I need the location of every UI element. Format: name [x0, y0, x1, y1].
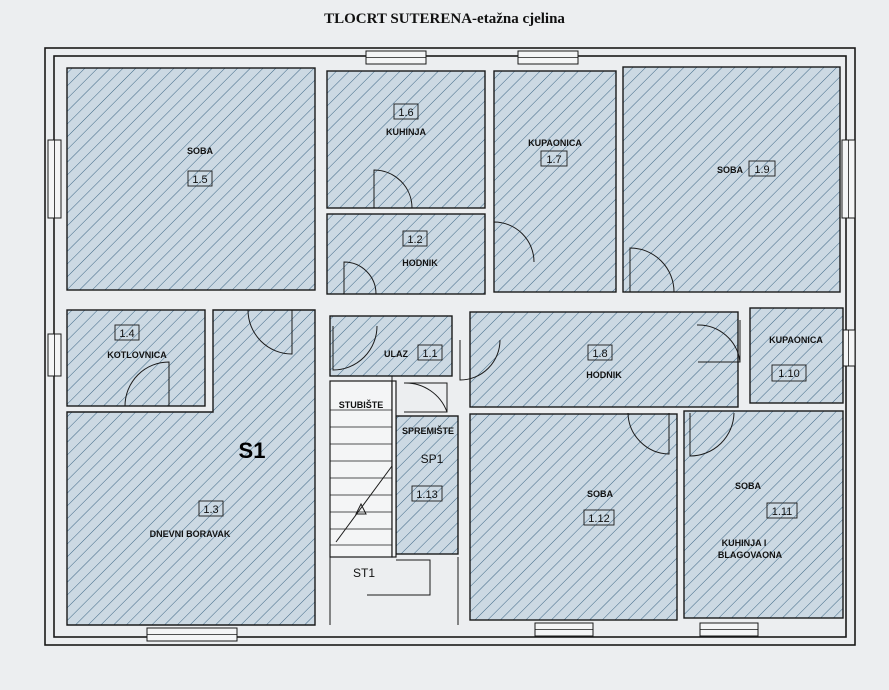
number-box — [393, 103, 419, 120]
room-1-10 — [749, 307, 844, 404]
room-1-3 — [66, 309, 316, 626]
unit-label: S1 — [239, 438, 266, 463]
room-label-1-3: DNEVNI BORAVAK — [150, 529, 231, 539]
room-label-1-13: SPREMIŠTE — [402, 425, 454, 436]
room-1-11 — [683, 410, 844, 619]
room-label-1-10: KUPAONICA — [769, 335, 823, 345]
page-title: TLOCRT SUTERENA-etažna cjelina — [324, 11, 565, 27]
room-1-9 — [622, 66, 841, 293]
room-number-1-9: 1.9 — [754, 164, 769, 176]
number-box — [771, 364, 807, 382]
room-label-1-9: SOBA — [717, 165, 744, 175]
kitchen-dining-line1: KUHINJA I — [722, 538, 767, 548]
number-box — [766, 502, 798, 519]
room-1-12 — [469, 413, 678, 621]
number-box — [187, 170, 213, 187]
number-box — [402, 230, 428, 247]
room-label-1-7: KUPAONICA — [528, 138, 582, 148]
room-1-1 — [329, 315, 453, 377]
room-number-1-10: 1.10 — [778, 368, 799, 380]
room-number-1-7: 1.7 — [546, 154, 561, 166]
room-number-1-12: 1.12 — [588, 513, 609, 525]
number-box — [748, 160, 776, 177]
room-label-1-4: KOTLOVNICA — [107, 350, 167, 360]
room-1-5 — [66, 67, 316, 291]
number-box — [114, 324, 140, 341]
number-box — [417, 344, 443, 361]
number-box — [587, 344, 613, 361]
room-label-1-11: SOBA — [735, 481, 762, 491]
number-box — [411, 485, 443, 502]
room-number-1-11: 1.11 — [772, 506, 793, 518]
room-label-1-6: KUHINJA — [386, 127, 427, 137]
stair-code: ST1 — [353, 566, 375, 580]
room-number-1-6: 1.6 — [398, 107, 413, 119]
room-number-1-4: 1.4 — [119, 328, 134, 340]
windows — [47, 50, 856, 642]
room-1-8 — [469, 311, 739, 408]
room-number-1-2: 1.2 — [407, 234, 422, 246]
number-box — [198, 500, 224, 517]
room-number-1-5: 1.5 — [192, 174, 207, 186]
room-number-1-8: 1.8 — [592, 348, 607, 360]
doors — [124, 169, 741, 457]
room-1-2 — [326, 213, 486, 295]
staircase — [329, 375, 459, 625]
room-1-13 — [395, 415, 459, 555]
room-number-1-3: 1.3 — [203, 504, 218, 516]
room-label-1-1: ULAZ — [384, 349, 408, 359]
storage-code: SP1 — [421, 452, 444, 466]
number-box — [583, 509, 615, 526]
room-1-7 — [493, 70, 617, 293]
room-number-1-13: 1.13 — [416, 489, 437, 501]
room-label-1-8: HODNIK — [586, 370, 622, 380]
stair-label: STUBIŠTE — [339, 399, 384, 410]
room-label-1-2: HODNIK — [402, 258, 438, 268]
kitchen-dining-line2: BLAGOVAONA — [718, 550, 783, 560]
room-number-1-1: 1.1 — [422, 348, 437, 360]
room-1-6 — [326, 70, 486, 209]
room-1-4 — [66, 309, 206, 407]
room-label-1-12: SOBA — [587, 489, 614, 499]
number-box — [540, 150, 568, 167]
room-label-1-5: SOBA — [187, 146, 214, 156]
